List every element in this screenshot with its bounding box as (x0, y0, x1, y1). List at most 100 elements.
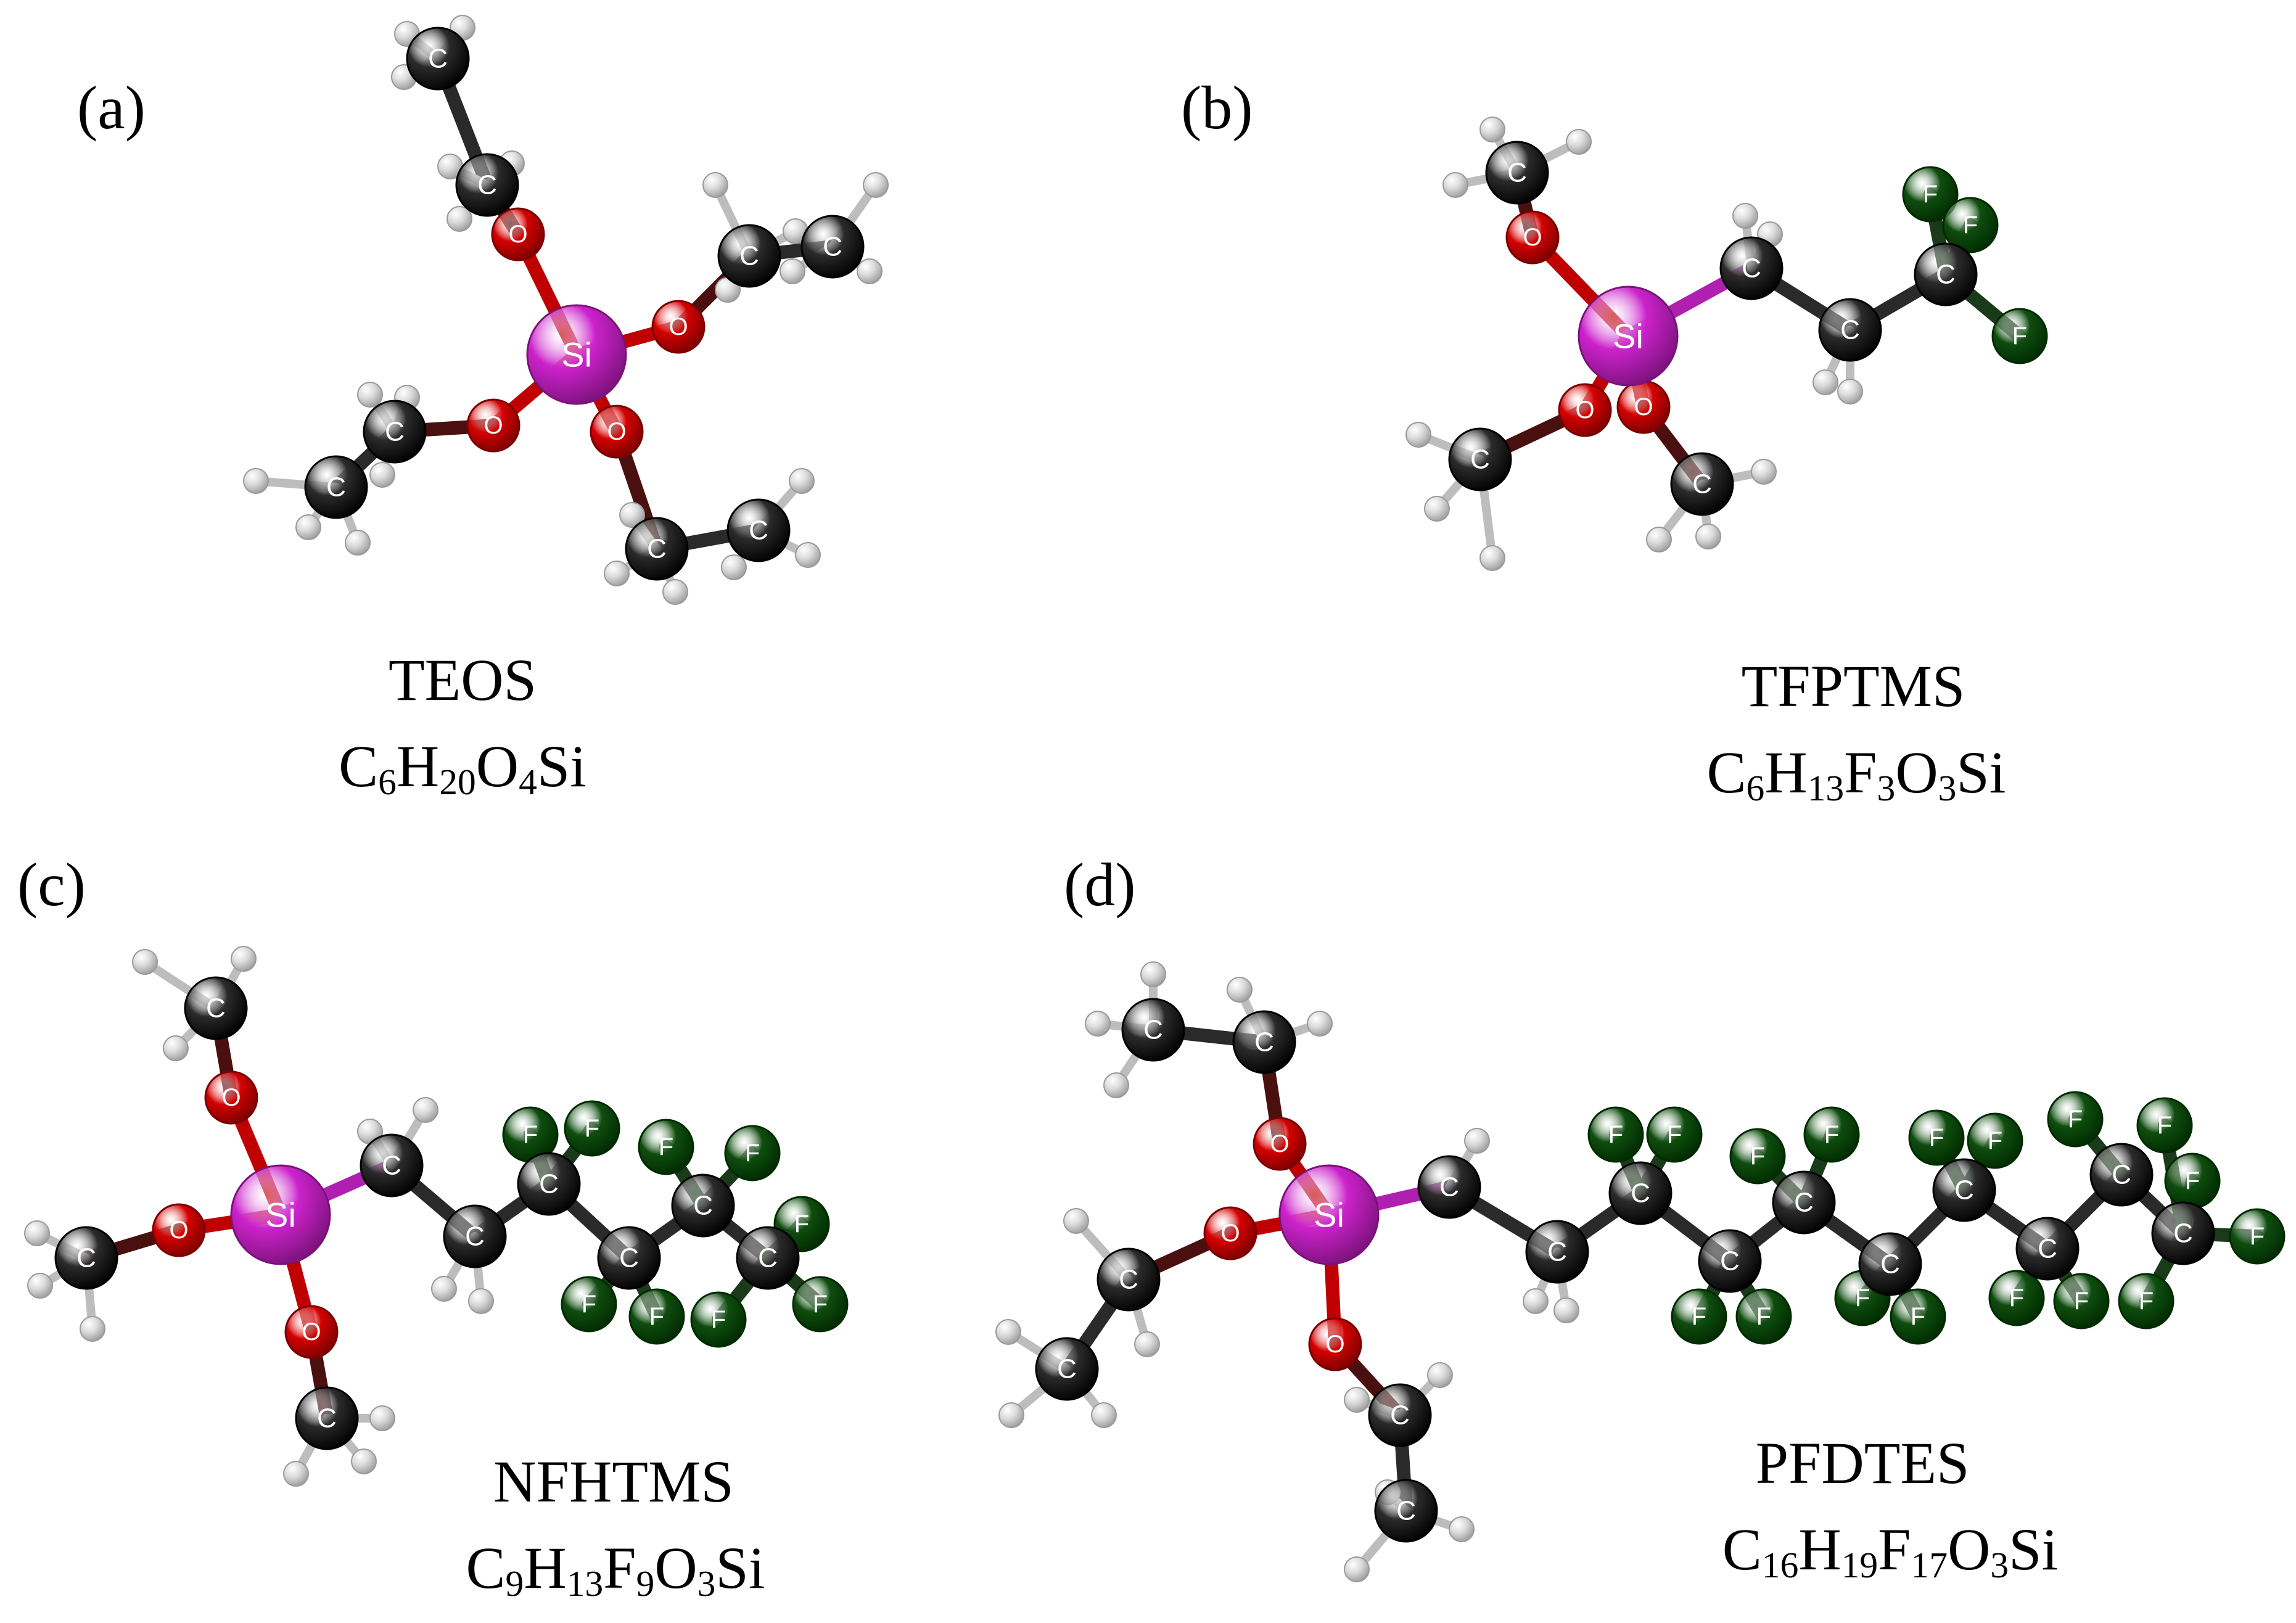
atom-label: O (169, 1217, 188, 1244)
atom-h (1479, 117, 1505, 142)
atom-label: C (76, 1243, 96, 1273)
atom-h (1140, 961, 1166, 987)
atom-h (1695, 524, 1721, 549)
atom-label: F (2250, 1223, 2265, 1250)
atom-si: Si (1278, 1164, 1380, 1265)
atom-label: F (2068, 1106, 2083, 1133)
atom-label: C (1880, 1249, 1900, 1280)
atom-h (1464, 1128, 1490, 1154)
atom-label: F (1855, 1284, 1870, 1312)
atom-label: O (607, 418, 626, 445)
atom-f: F (1890, 1288, 1946, 1345)
atom-c: C (184, 976, 248, 1040)
atom-label: C (317, 1403, 337, 1434)
atom-c: C (2089, 1143, 2154, 1207)
atom-o: O (204, 1070, 258, 1125)
atom-h (1813, 369, 1838, 395)
atom-h (780, 258, 805, 284)
atom-f: F (1942, 197, 1999, 253)
atom-h (1732, 203, 1758, 229)
atom-label: O (1575, 397, 1594, 424)
atom-label: F (1923, 181, 1938, 208)
atom-f: F (638, 1119, 694, 1175)
atom-label: C (385, 417, 405, 447)
atom-c: C (1719, 236, 1784, 300)
atom-label: F (649, 1303, 664, 1330)
atom-h (413, 1097, 438, 1123)
atom-label: O (221, 1084, 241, 1111)
atom-h (345, 530, 371, 556)
atom-c: C (800, 215, 865, 279)
atom-c: C (443, 1204, 507, 1268)
atom-si: Si (230, 1164, 331, 1265)
atom-label: C (1470, 445, 1490, 475)
panel-a-name: TEOS (389, 647, 537, 713)
atom-label: C (1742, 253, 1761, 284)
atom-f: F (628, 1288, 685, 1345)
atom-f: F (502, 1106, 559, 1163)
atom-f: F (1646, 1106, 1703, 1163)
atom-c: C (1035, 1337, 1099, 1401)
atom-h (789, 468, 815, 494)
atom-f: F (564, 1100, 620, 1157)
atom-label: F (794, 1210, 809, 1238)
atom-h (604, 561, 630, 586)
atom-label: C (1954, 1175, 1974, 1206)
atom-h (1085, 1011, 1111, 1037)
atom-c: C (717, 224, 781, 288)
atom-label: O (1634, 393, 1653, 421)
atom-f: F (2164, 1153, 2221, 1209)
atom-c: C (406, 27, 470, 91)
atom-label: F (1756, 1303, 1771, 1330)
atom-c: C (1818, 298, 1882, 362)
panel-c-label: (c) (17, 850, 86, 919)
atom-o: O (1505, 210, 1560, 265)
atom-label: F (2185, 1167, 2200, 1194)
atom-label: C (1936, 260, 1956, 290)
atom-label: F (2012, 323, 2027, 350)
atom-h (1442, 172, 1468, 198)
atom-label: Si (265, 1196, 296, 1235)
atom-f: F (1908, 1109, 1965, 1166)
atom-f: F (1671, 1288, 1727, 1345)
atom-label: C (465, 1222, 485, 1252)
atom-label: C (206, 993, 226, 1024)
atom-c: C (1858, 1232, 1922, 1296)
atom-label: F (2074, 1288, 2089, 1315)
atom-label: C (1439, 1172, 1459, 1202)
atom-c: C (2015, 1217, 2080, 1281)
atom-c: C (1670, 452, 1734, 516)
atom-label: F (1911, 1303, 1925, 1330)
atom-h (857, 258, 883, 284)
atom-label: Si (561, 335, 592, 374)
atom-h (1566, 129, 1592, 155)
panel-d-formula: C16H19F17O3Si (1722, 1516, 2059, 1586)
atom-f: F (1991, 308, 2048, 364)
atom-label: C (647, 534, 667, 564)
atom-h (1479, 545, 1505, 571)
atom-label: O (1270, 1130, 1289, 1157)
atom-c: C (1932, 1158, 1996, 1222)
panel-a-formula: C6H20O4Si (339, 733, 586, 803)
atom-h (1227, 977, 1253, 1003)
atom-h (369, 1405, 395, 1431)
atom-h (1523, 1288, 1549, 1314)
atom-h (431, 1276, 457, 1302)
atom-label: F (2009, 1284, 2024, 1312)
atom-f: F (561, 1276, 617, 1333)
atom-c: C (671, 1173, 735, 1238)
atom-c: C (1608, 1161, 1673, 1225)
atom-c: C (1485, 141, 1549, 205)
atom-h (995, 1319, 1021, 1345)
atom-label: C (477, 170, 497, 200)
atom-label: C (758, 1243, 778, 1273)
atom-f: F (2118, 1273, 2175, 1329)
atom-label: C (1390, 1400, 1410, 1431)
atom-label: C (823, 232, 842, 262)
atom-label: C (739, 241, 759, 271)
atom-c: C (625, 517, 689, 581)
atom-label: O (508, 221, 527, 248)
